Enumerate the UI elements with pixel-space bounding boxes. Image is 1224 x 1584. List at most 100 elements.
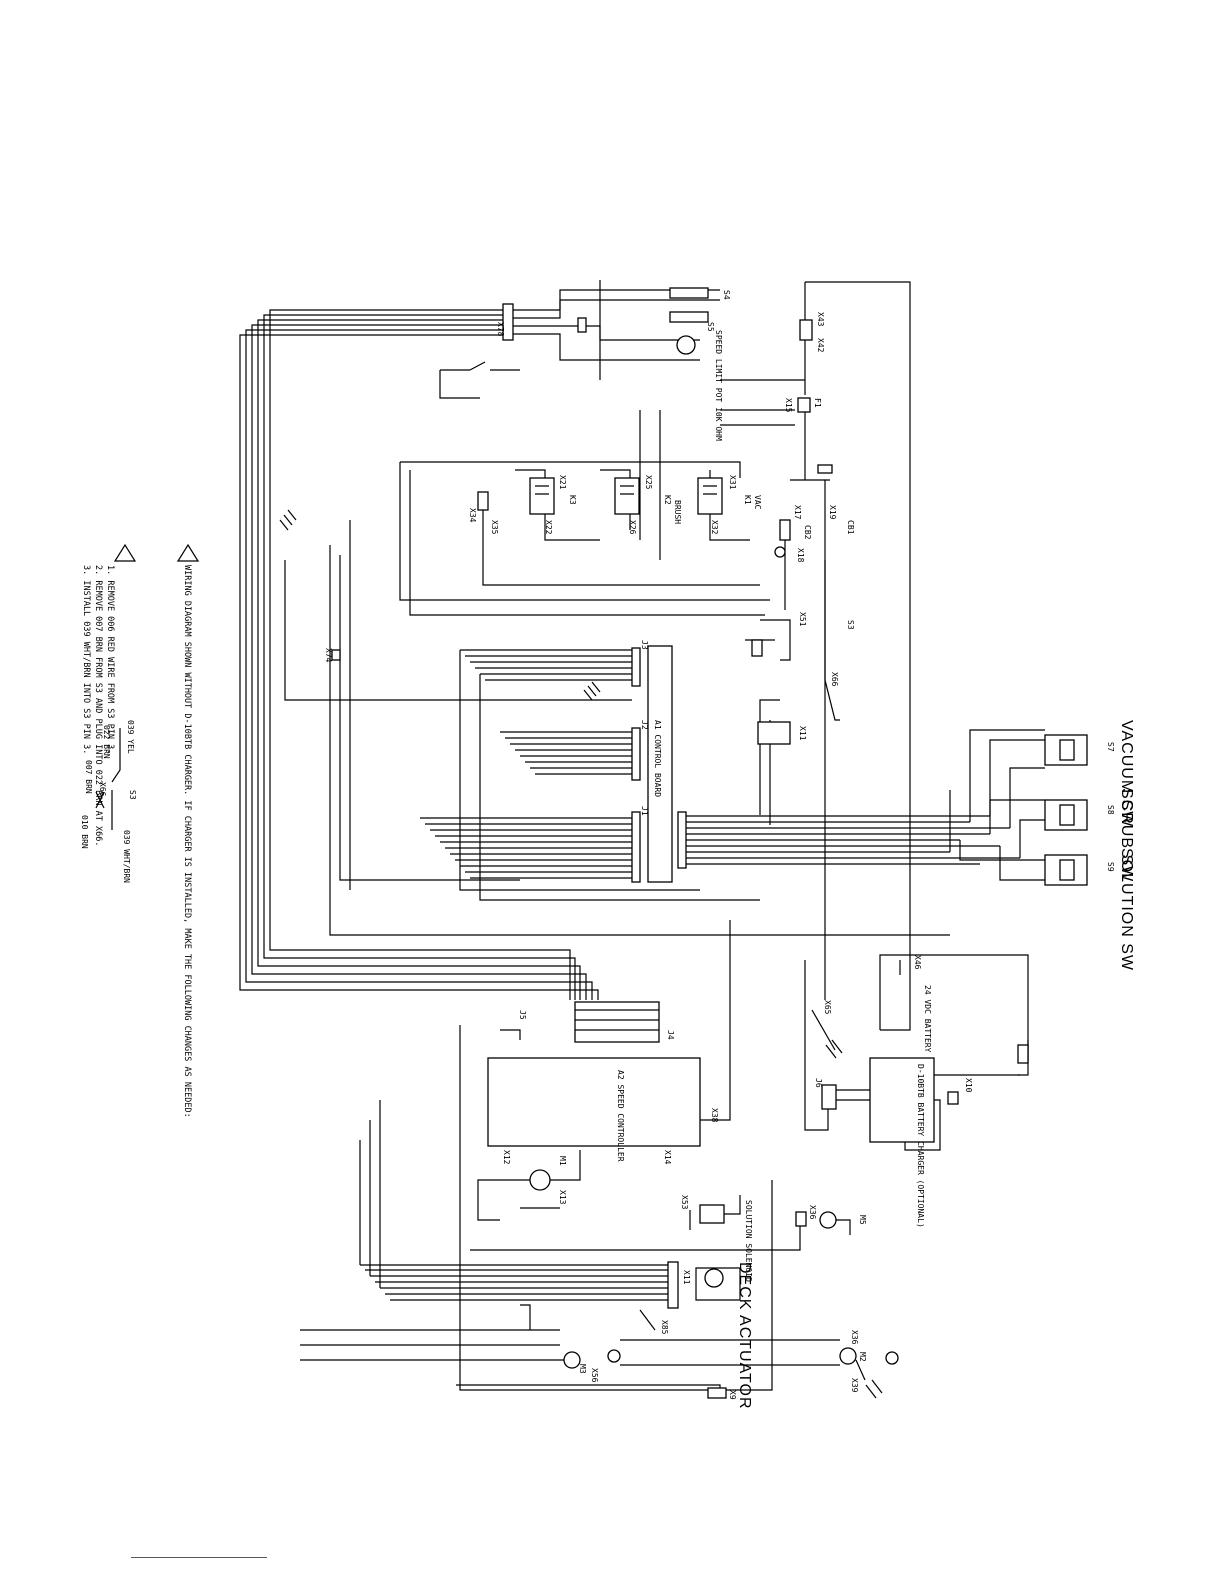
svg-text:X21: X21: [558, 475, 567, 490]
svg-text:VACUUM SW: VACUUM SW: [1118, 720, 1135, 827]
ground-symbols: [279, 509, 883, 1399]
svg-text:X74: X74: [324, 648, 333, 663]
svg-text:007 BRN: 007 BRN: [84, 760, 93, 794]
svg-text:J2: J2: [640, 720, 649, 730]
svg-text:1. REMOVE 006 RED WIRE FROM S3: 1. REMOVE 006 RED WIRE FROM S3 PIN 3.: [105, 565, 115, 754]
svg-text:S7: S7: [1106, 742, 1115, 752]
battery-section: X46 24 VDC BATTERY: [879, 954, 1029, 1076]
deck-actuator: X11 DECK ACTUATOR X85: [359, 1100, 753, 1410]
svg-text:X14: X14: [663, 1150, 672, 1165]
svg-text:K3: K3: [568, 495, 577, 505]
bottom-connector-x9: X9: [456, 1384, 737, 1400]
svg-text:CB1: CB1: [846, 520, 855, 535]
svg-text:X19: X19: [828, 505, 837, 520]
svg-text:X32: X32: [710, 520, 719, 535]
svg-text:X15: X15: [784, 398, 793, 413]
svg-text:SCRUB SW: SCRUB SW: [1118, 788, 1135, 882]
contactor-k1: X31 K1 VAC X32: [697, 475, 762, 535]
svg-text:X56: X56: [590, 1368, 599, 1383]
svg-text:F1: F1: [813, 398, 822, 408]
svg-text:J1: J1: [640, 806, 649, 816]
svg-text:X11: X11: [682, 1270, 691, 1285]
svg-text:SPEED LIMIT POT 10K OHM: SPEED LIMIT POT 10K OHM: [714, 330, 723, 441]
svg-text:S3: S3: [128, 790, 137, 800]
svg-text:039 WHT/BRN: 039 WHT/BRN: [122, 830, 131, 883]
svg-text:J4: J4: [666, 1030, 675, 1040]
svg-text:SOLUTION SOLENOID: SOLUTION SOLENOID: [744, 1200, 753, 1282]
solution-solenoid: SOLUTION SOLENOID X53: [680, 1195, 753, 1282]
inset-s3-x66: 039 YEL 022 BRN S3 039 WHT/BRN 007 BRN X…: [80, 720, 137, 883]
battery-charger: D-10BTB BATTERY CHARGER (OPTIONAL) X10 J…: [804, 960, 1020, 1228]
svg-text:X18: X18: [796, 548, 805, 563]
key-switch: S3 X51 X66: [745, 560, 855, 721]
svg-text:X25: X25: [644, 475, 653, 490]
svg-text:X11: X11: [798, 726, 807, 741]
svg-text:WIRING DIAGRAM SHOWN WITHOUT D: WIRING DIAGRAM SHOWN WITHOUT D-10BTB CHA…: [182, 565, 192, 1118]
svg-text:X46: X46: [913, 955, 922, 970]
svg-text:J6: J6: [814, 1078, 823, 1088]
svg-text:M2: M2: [858, 1352, 867, 1362]
switch-s7: S7: [1044, 734, 1115, 766]
svg-text:24 VDC BATTERY: 24 VDC BATTERY: [923, 985, 932, 1053]
svg-text:M1: M1: [558, 1156, 567, 1166]
svg-text:X38: X38: [710, 1108, 719, 1123]
svg-text:X31: X31: [728, 475, 737, 490]
svg-text:X34: X34: [468, 508, 477, 523]
power-section: X43 X42 F1 X15 X17 X19 CB2 CB1 X18: [639, 281, 911, 1031]
svg-text:VAC: VAC: [753, 495, 762, 510]
svg-text:X36: X36: [850, 1330, 859, 1345]
switch-headings: VACUUM SW SCRUB SW SOLUTION SW: [1118, 720, 1135, 971]
svg-text:X85: X85: [660, 1320, 669, 1335]
control-board-a1: A1 CONTROL BOARD J3 J2 J1: [631, 640, 687, 883]
brush-motor-m2: M2 X36 X39: [620, 1330, 899, 1393]
svg-text:X51: X51: [798, 612, 807, 627]
left-harness-wires: [239, 309, 599, 1000]
vac-motor-m5: M5 X36: [470, 1205, 867, 1251]
svg-text:X35: X35: [490, 520, 499, 535]
svg-text:X26: X26: [628, 520, 637, 535]
board-harness: X74: [284, 520, 950, 936]
svg-text:X53: X53: [680, 1195, 689, 1210]
svg-text:M3: M3: [578, 1364, 587, 1374]
footer-rule: [131, 1557, 267, 1558]
contactor-wiring: X34 X35: [399, 461, 770, 616]
svg-text:X66: X66: [830, 672, 839, 687]
contactor-k3: X21 K3 X22: [529, 475, 577, 535]
svg-text:3. INSTALL 039 WHT/BRN INTO S3: 3. INSTALL 039 WHT/BRN INTO S3 PIN 3.: [81, 565, 91, 754]
svg-text:X12: X12: [502, 1150, 511, 1165]
brush-motor-m3: M3 X56: [300, 1329, 621, 1383]
drive-motor-m1: M1 X12 X13 X14: [477, 1150, 672, 1221]
svg-text:J3: J3: [640, 640, 649, 650]
svg-text:S4: S4: [722, 290, 731, 300]
switch-s8: S8: [1044, 799, 1115, 831]
svg-text:X17: X17: [793, 505, 802, 520]
svg-text:M5: M5: [858, 1215, 867, 1225]
svg-text:BRUSH: BRUSH: [673, 500, 682, 524]
svg-text:022 BRN: 022 BRN: [102, 725, 111, 759]
svg-text:X10: X10: [964, 1078, 973, 1093]
svg-text:X39: X39: [850, 1378, 859, 1393]
svg-text:D-10BTB BATTERY CHARGER (OPTIO: D-10BTB BATTERY CHARGER (OPTIONAL): [916, 1064, 925, 1228]
svg-text:S5: S5: [706, 322, 715, 332]
svg-text:A1 CONTROL BOARD: A1 CONTROL BOARD: [653, 720, 662, 797]
svg-text:X66: X66: [98, 782, 107, 797]
contactor-k2: X25 K2 BRUSH X26: [614, 475, 682, 535]
speed-controller-a2: A2 SPEED CONTROLLER J4 J5 X38: [459, 920, 773, 1391]
switch-s6: [439, 361, 520, 399]
svg-text:A2 SPEED CONTROLLER: A2 SPEED CONTROLLER: [616, 1070, 625, 1162]
svg-text:SOLUTION SW: SOLUTION SW: [1118, 848, 1135, 971]
svg-text:X13: X13: [558, 1190, 567, 1205]
svg-text:X78: X78: [496, 322, 505, 337]
svg-text:X9: X9: [728, 1390, 737, 1400]
speed-limit-pot: S4 S5 SPEED LIMIT POT 10K OHM: [577, 280, 731, 441]
svg-text:K1: K1: [743, 495, 752, 505]
svg-text:S9: S9: [1106, 862, 1115, 872]
svg-text:010 BRN: 010 BRN: [80, 815, 89, 849]
svg-text:J5: J5: [518, 1010, 527, 1020]
switch-s9: S9: [1044, 854, 1115, 886]
switch-harness: X11: [686, 699, 1045, 881]
svg-text:X42: X42: [816, 338, 825, 353]
charger-notes: WIRING DIAGRAM SHOWN WITHOUT D-10BTB CHA…: [81, 543, 200, 1118]
svg-text:X43: X43: [816, 312, 825, 327]
